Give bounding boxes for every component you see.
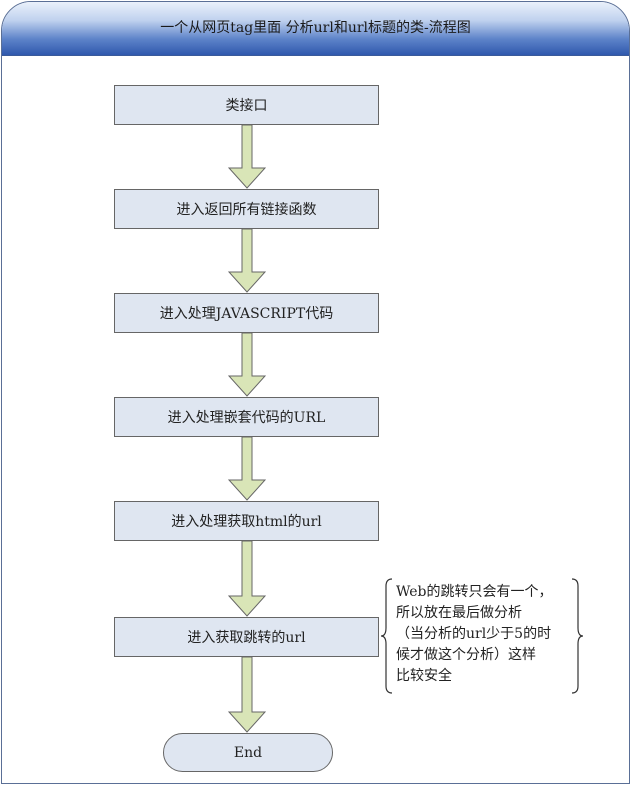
flow-arrow-5 xyxy=(228,541,266,617)
flow-arrow-1 xyxy=(228,125,266,189)
flow-arrow-2 xyxy=(228,229,266,293)
step-process-javascript: 进入处理JAVASCRIPT代码 xyxy=(114,293,379,333)
flow-arrow-6 xyxy=(228,657,266,733)
annotation-note: Web的跳转只会有一个， 所以放在最后做分析 （当分析的url少于5的时 候才做… xyxy=(396,582,574,687)
note-line: Web的跳转只会有一个， xyxy=(396,584,553,600)
step-class-interface: 类接口 xyxy=(114,85,379,125)
step-get-html-url: 进入处理获取html的url xyxy=(114,501,379,541)
note-left-brace xyxy=(380,578,393,694)
flow-arrow-3 xyxy=(228,333,266,397)
note-line: 所以放在最后做分析 xyxy=(396,605,522,621)
title-banner: 一个从网页tag里面 分析url和url标题的类-流程图 xyxy=(2,2,629,56)
note-right-brace xyxy=(571,578,584,694)
note-line: （当分析的url少于5的时 xyxy=(396,626,552,642)
end-terminator: End xyxy=(163,733,333,772)
note-line: 候才做这个分析）这样 xyxy=(396,647,536,663)
diagram-title: 一个从网页tag里面 分析url和url标题的类-流程图 xyxy=(160,20,471,36)
note-line: 比较安全 xyxy=(396,668,452,684)
step-return-all-links: 进入返回所有链接函数 xyxy=(114,189,379,229)
flow-arrow-4 xyxy=(228,437,266,501)
step-process-nested-url: 进入处理嵌套代码的URL xyxy=(114,397,379,437)
step-get-redirect-url: 进入获取跳转的url xyxy=(114,617,379,657)
